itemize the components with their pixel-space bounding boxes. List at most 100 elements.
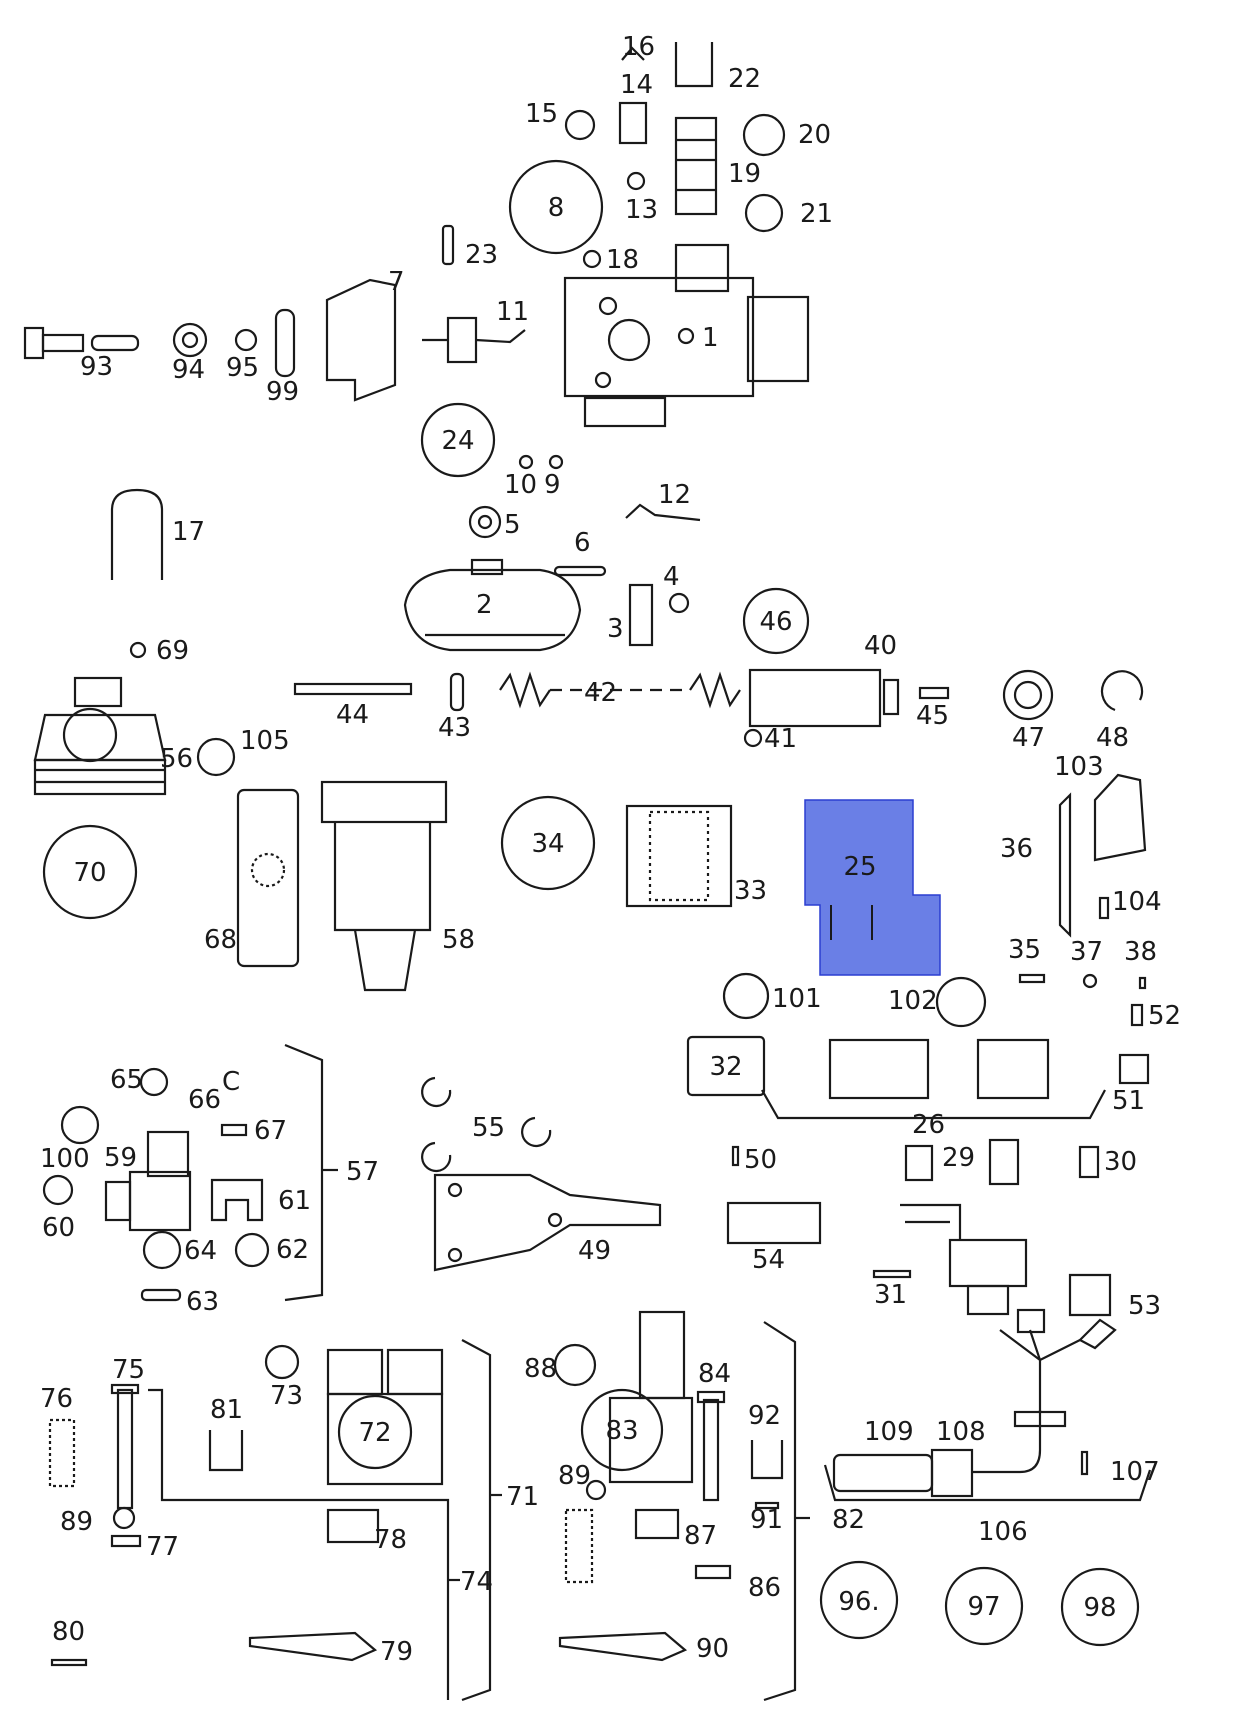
label-7: 7 [388, 267, 405, 297]
part-37-nut [1082, 973, 1098, 989]
label-103: 103 [1054, 752, 1104, 782]
label-69: 69 [156, 636, 189, 666]
part-21-ring [744, 193, 784, 233]
part-9-small-ring [548, 454, 564, 470]
part-63-plug [140, 1288, 182, 1302]
circled-label-72: 72 [358, 1418, 391, 1448]
label-79: 79 [380, 1637, 413, 1667]
label-45: 45 [916, 701, 949, 731]
label-47: 47 [1012, 723, 1045, 753]
label-30: 30 [1104, 1147, 1137, 1177]
part-16-spring-clip [621, 46, 645, 61]
part-8-circle: 8 [508, 159, 604, 255]
label-108: 108 [936, 1417, 986, 1447]
part-11-valve-core [422, 316, 526, 364]
part-106-sensor-harness [832, 1308, 1117, 1498]
part-25-highlighted-heatshield[interactable]: 25 [804, 799, 941, 976]
label-90: 90 [696, 1634, 729, 1664]
label-29: 29 [942, 1143, 975, 1173]
label-3: 3 [607, 614, 624, 644]
part-10-small-ring [518, 454, 534, 470]
label-100: 100 [40, 1144, 90, 1174]
part-92-u-bracket [750, 1440, 784, 1480]
part-102-ring [935, 976, 987, 1028]
part-14-fitting [618, 101, 648, 145]
label-102: 102 [888, 986, 938, 1016]
circled-label-24: 24 [441, 426, 474, 456]
part-number-labels: 16 14 22 15 20 19 13 21 23 18 7 11 1 93 … [40, 32, 1181, 1667]
part-12-lever [625, 503, 701, 522]
part-26-solenoid-assembly [761, 1038, 1106, 1120]
label-105: 105 [240, 726, 290, 756]
part-3-connector [628, 583, 654, 647]
label-76: 76 [40, 1384, 73, 1414]
bracket-82 [763, 1321, 810, 1702]
circled-label-96: 96. [838, 1587, 879, 1617]
part-47-ring [1002, 669, 1054, 721]
part-34-circle: 34 [500, 795, 596, 891]
part-78-plug [326, 1508, 380, 1544]
label-37: 37 [1070, 937, 1103, 967]
label-43: 43 [438, 713, 471, 743]
part-67-pin [220, 1123, 248, 1137]
label-77: 77 [146, 1532, 179, 1562]
part-89-sleeve [564, 1508, 594, 1584]
label-23: 23 [465, 240, 498, 270]
label-80: 80 [52, 1617, 85, 1647]
label-93: 93 [80, 352, 113, 382]
inline-mark-c: C [222, 1067, 240, 1097]
part-77-clip [110, 1534, 142, 1548]
part-70-circle: 70 [42, 824, 138, 920]
label-74: 74 [460, 1567, 493, 1597]
label-89-a: 89 [60, 1507, 93, 1537]
part-50-pin [731, 1145, 740, 1167]
label-66: 66 [188, 1085, 221, 1115]
part-25-highlight-shape[interactable] [804, 799, 941, 976]
label-56: 56 [160, 744, 193, 774]
part-36-gasket-plate [1058, 792, 1072, 938]
label-11: 11 [496, 297, 529, 327]
label-61: 61 [278, 1186, 311, 1216]
part-55-snap-rings [421, 1076, 552, 1173]
bracket-74 [148, 1388, 460, 1700]
part-72-valve: 72 [326, 1348, 444, 1486]
part-53-box [1068, 1273, 1112, 1317]
label-26: 26 [912, 1110, 945, 1140]
label-12: 12 [658, 480, 691, 510]
label-36: 36 [1000, 834, 1033, 864]
label-35: 35 [1008, 935, 1041, 965]
label-71: 71 [506, 1482, 539, 1512]
part-7-bracket [325, 278, 397, 402]
circled-label-83: 83 [605, 1416, 638, 1446]
circled-label-25: 25 [843, 852, 876, 882]
label-5: 5 [504, 510, 521, 540]
part-35-screw [1018, 973, 1046, 984]
label-40: 40 [864, 631, 897, 661]
label-54: 54 [752, 1245, 785, 1275]
label-104: 104 [1112, 887, 1162, 917]
label-60: 60 [42, 1213, 75, 1243]
label-109: 109 [864, 1417, 914, 1447]
part-75-rod [110, 1383, 140, 1510]
label-89-b: 89 [558, 1461, 591, 1491]
label-94: 94 [172, 355, 205, 385]
part-54-plate [726, 1201, 822, 1245]
part-33-filter-cartridge [625, 804, 733, 908]
part-22-u-bracket [674, 42, 714, 88]
label-10: 10 [504, 470, 537, 500]
part-45-pin [918, 686, 950, 700]
part-49-bracket [433, 1173, 662, 1272]
label-65: 65 [110, 1065, 143, 1095]
part-46-circle: 46 [742, 587, 810, 655]
part-69-small-ring [129, 641, 147, 659]
label-20: 20 [798, 120, 831, 150]
label-22: 22 [728, 64, 761, 94]
label-95: 95 [226, 353, 259, 383]
label-48: 48 [1096, 723, 1129, 753]
part-24-circle: 24 [420, 402, 496, 478]
part-31-pin [872, 1269, 912, 1279]
circled-label-97: 97 [967, 1592, 1000, 1622]
part-52-clip [1130, 1003, 1144, 1027]
part-38-pin [1138, 976, 1147, 990]
part-64-ring [142, 1230, 182, 1270]
